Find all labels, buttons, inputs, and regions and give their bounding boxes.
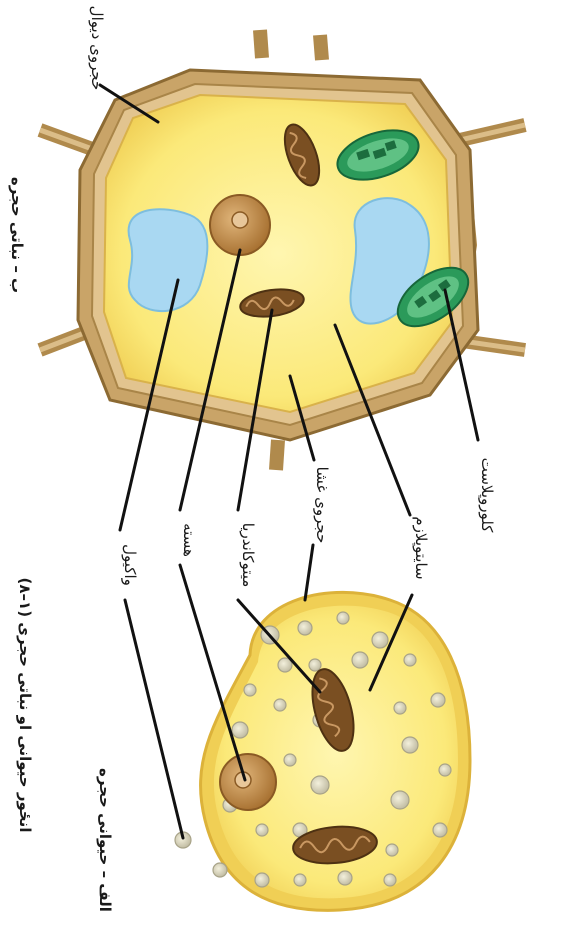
label-nucleus: هسته: [180, 523, 198, 557]
animal-nucleus: [220, 754, 276, 810]
caption-animal-cell: الف – حیوانی حجره: [96, 768, 114, 912]
leader-vacuole-animal: [125, 600, 183, 838]
label-cell-wall: حجروی دیوال: [88, 6, 106, 91]
caption-plant-cell: ب – نباتی حجره: [8, 177, 26, 293]
label-mitochondria: میتوکاندریا: [239, 523, 257, 588]
plant-nucleus: [210, 195, 270, 255]
leader-membrane-animal: [305, 545, 313, 600]
label-cell-membrane: حجروی غشا: [313, 467, 331, 544]
label-cytoplasm: سایتوپلازم: [411, 516, 430, 579]
label-chloroplast: کلوروپلاست: [477, 458, 496, 534]
label-vacuole: واکیول: [121, 544, 139, 586]
caption-figure: (۸–۱) انځور حیوانی او نباتی حجری: [16, 578, 34, 833]
plant-cell: [40, 30, 525, 470]
plant-vacuole-left: [129, 209, 208, 311]
animal-cell: [175, 592, 470, 910]
